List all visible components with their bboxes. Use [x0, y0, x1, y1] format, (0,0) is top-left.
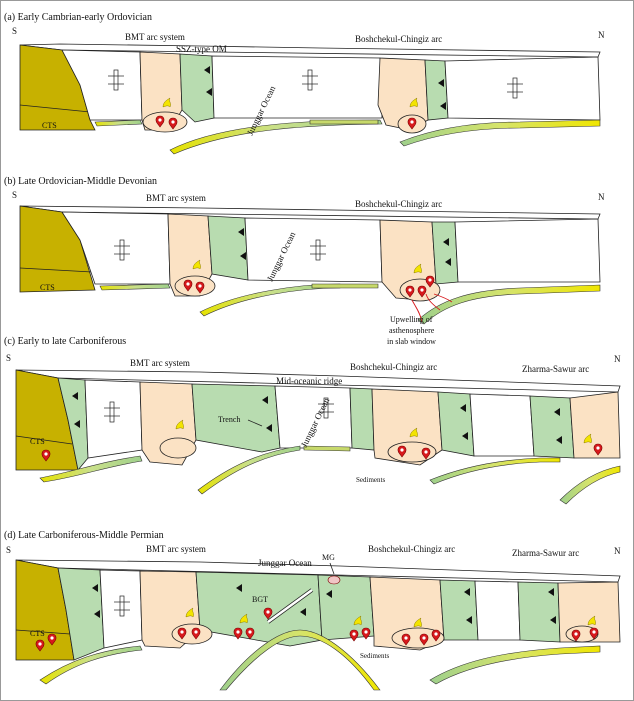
panel-d-title: (d) Late Carboniferous-Middle Permian: [4, 530, 164, 541]
panel-a-north-label: N: [598, 30, 605, 40]
panel-c-melange: [191, 383, 281, 453]
panel-c-zharma-arc: [569, 391, 621, 459]
panel-b-bmt-label: BMT arc system: [146, 193, 206, 203]
panel-a-ocean-north: [444, 56, 601, 121]
panel-a-bmt-label: BMT arc system: [125, 32, 185, 42]
panel-c-trench-label: Trench: [218, 415, 240, 424]
panel-a-south-label: S: [12, 26, 17, 36]
panel-c-title: (c) Early to late Carboniferous: [4, 336, 126, 347]
panel-d-south-label: S: [6, 545, 11, 555]
panel-d-zharma-label: Zharma-Sawur arc: [512, 548, 579, 558]
panel-a-title: (a) Early Cambrian-early Ordovician: [4, 12, 152, 23]
panel-c-ridge-label: Mid-oceanic ridge: [276, 376, 342, 386]
panel-a-top-surface: [19, 43, 601, 58]
panel-d-north-label: N: [614, 546, 621, 556]
panel-c-south-label: S: [6, 353, 11, 363]
subduction-triangle-icon: [204, 66, 210, 74]
panel-c-bmt-label: BMT arc system: [130, 358, 190, 368]
panel-a-ssz-label: SSZ-type OM: [176, 44, 227, 54]
panel-d-bgt-label: BGT: [252, 595, 268, 604]
panel-d-folded-slab: [219, 629, 381, 691]
panel-c-sediments-label: Sediments: [356, 476, 385, 484]
panel-d-bmt-label: BMT arc system: [146, 544, 206, 554]
panel-d-sediments-label: Sediments: [360, 652, 389, 660]
panel-a: (a) Early Cambrian-early Ordovician S N …: [4, 12, 605, 155]
panel-b-south-label: S: [12, 190, 17, 200]
panel-b-upwelling-2: asthenosphere: [389, 326, 435, 335]
panel-b-north-label: N: [598, 192, 605, 202]
panel-a-cts-label: CTS: [42, 121, 57, 130]
panel-b-bosh-label: Boshchekul-Chingiz arc: [355, 199, 442, 209]
panel-b-upwelling-3: in slab window: [387, 337, 436, 346]
panel-d-cts-label: CTS: [30, 629, 45, 638]
panel-b-cts-label: CTS: [40, 283, 55, 292]
panel-b-title: (b) Late Ordovician-Middle Devonian: [4, 176, 157, 187]
panel-a-ssz-melange: [179, 53, 215, 123]
panel-c-north-label: N: [614, 354, 621, 364]
panel-c: (c) Early to late Carboniferous S N CTS: [4, 336, 621, 505]
panel-d: (d) Late Carboniferous-Middle Permian S …: [4, 530, 621, 691]
panel-b-upwelling-1: Upwelling of: [390, 315, 433, 324]
panel-b-cts-block: [19, 205, 96, 293]
panel-b: (b) Late Ordovician-Middle Devonian S N …: [4, 176, 605, 346]
panel-a-ocean-middle: [211, 55, 383, 119]
panel-a-slab: [169, 119, 383, 155]
panel-c-bosh-label: Boshchekul-Chingiz arc: [350, 362, 437, 372]
panel-d-melange: [195, 571, 323, 647]
panel-b-melange: [207, 215, 249, 281]
panel-c-zharma-label: Zharma-Sawur arc: [522, 364, 589, 374]
panel-d-junggar-label: Junggar Ocean: [258, 558, 312, 568]
panel-a-ocean-south: [61, 49, 143, 121]
panel-c-cts-label: CTS: [30, 437, 45, 446]
panel-a-bosh-label: Boshchekul-Chingiz arc: [355, 34, 442, 44]
panel-d-mg-label: MG: [322, 553, 335, 562]
panel-d-bosh-label: Boshchekul-Chingiz arc: [368, 544, 455, 554]
panel-a-bosh-melange: [424, 59, 449, 121]
